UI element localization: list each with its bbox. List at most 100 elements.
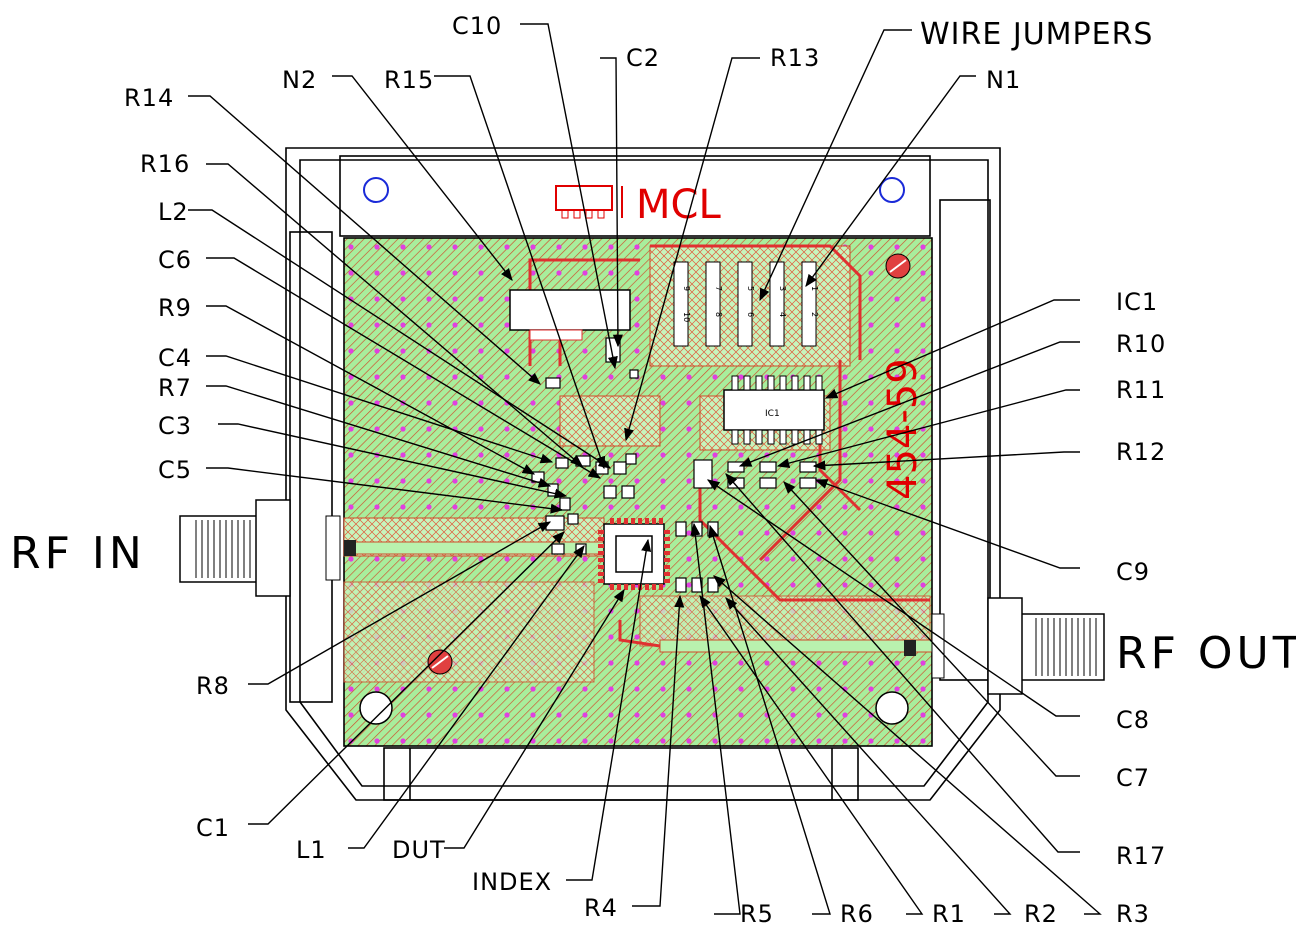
leader-line [188,95,541,385]
callout-r17: R17 [1116,842,1166,870]
callout-r14: R14 [124,84,174,112]
rf-in-connector [179,499,356,597]
leader-line [188,209,612,469]
leader-line [434,75,606,470]
leader-line [699,594,924,915]
leader-line [824,299,1080,399]
leader-line [206,163,583,467]
smd-part [675,521,687,537]
dut-package [598,518,670,590]
leader-line [218,423,568,499]
callout-c6: C6 [158,246,192,274]
callout-c1: C1 [196,814,230,842]
leader-line [444,588,625,849]
smd-part [555,457,569,469]
rf-in-label: RF IN [10,528,146,579]
leader-line [738,341,1080,467]
callout-r2: R2 [1024,900,1058,927]
callout-index: INDEX [472,868,552,896]
callout-wire-jumpers: WIRE JUMPERS [920,17,1153,52]
enclosure [285,147,1001,801]
svg-text:IC1: IC1 [765,409,780,419]
smd-part [629,369,639,379]
smd-part [707,577,719,593]
leader-line [206,257,602,479]
callout-l1: L1 [296,836,327,864]
callout-n1: N1 [986,66,1021,94]
callout-r1: R1 [932,900,966,927]
callout-c5: C5 [158,456,192,484]
callout-r5: R5 [740,900,774,927]
header-pin-label: 4 [778,312,787,317]
leader-line [332,75,513,281]
leader-line [248,531,565,825]
leader-line [725,473,1080,853]
callout-r6: R6 [840,900,874,927]
callout-r7: R7 [158,374,192,402]
rf-out-label: RF OUT [1116,628,1296,679]
rf-out-connector [904,597,1105,695]
smd-part [727,461,745,473]
callout-c4: C4 [158,344,192,372]
smd-part [603,485,617,499]
leader-line [206,467,564,514]
smd-part [675,577,687,593]
leader-line [520,23,618,370]
header-pin-label: 1 [810,286,819,291]
callout-n2: N2 [282,66,317,94]
leader-line [348,544,585,849]
connector-n2 [509,289,631,341]
smd-part [759,477,777,489]
leader-line [206,385,552,488]
callout-c10: C10 [452,12,502,40]
callout-c7: C7 [1116,764,1150,792]
leader-line [206,355,554,464]
smd-part [613,461,627,475]
callout-l2: L2 [158,198,189,226]
smd-part [799,461,817,473]
smd-part [621,485,635,499]
smd-part [559,497,571,511]
callout-r8: R8 [196,672,230,700]
callout-r9: R9 [158,294,192,322]
leader-line [624,57,760,442]
leader-line [708,524,831,915]
smd-part [799,477,817,489]
leader-line [566,538,652,881]
ic1-package: IC1 [723,375,825,445]
leader-line [632,594,685,907]
callout-ic1: IC1 [1116,288,1158,316]
header-pin-label: 3 [778,286,787,291]
leader-line [759,29,912,302]
callout-c3: C3 [158,412,192,440]
leader-line [725,597,1012,915]
leader-line [713,575,1102,915]
smd-part [693,459,713,489]
header-pin-label: 9 [682,286,691,291]
leader-line [706,479,1080,717]
leader-line [600,57,623,348]
header-pin-label: 5 [746,286,755,291]
callout-c9: C9 [1116,558,1150,586]
smd-part [691,577,703,593]
smd-part [545,377,561,389]
callout-r3: R3 [1116,900,1150,927]
leader-line [690,522,741,915]
header-pin-label: 6 [746,312,755,317]
header-pin-label: 2 [810,312,819,317]
callout-r15: R15 [384,66,434,94]
leader-line [776,389,1080,468]
leader-line [783,481,1080,777]
pcb [343,177,933,747]
smd-part [625,453,637,465]
callout-r12: R12 [1116,438,1166,466]
leader-line [814,479,1080,569]
smd-part [551,543,565,555]
callout-c2: C2 [626,44,660,72]
header-pin-label: 10 [682,312,691,322]
callout-c8: C8 [1116,706,1150,734]
leader-line [248,521,552,685]
header-pin-label: 8 [714,312,723,317]
